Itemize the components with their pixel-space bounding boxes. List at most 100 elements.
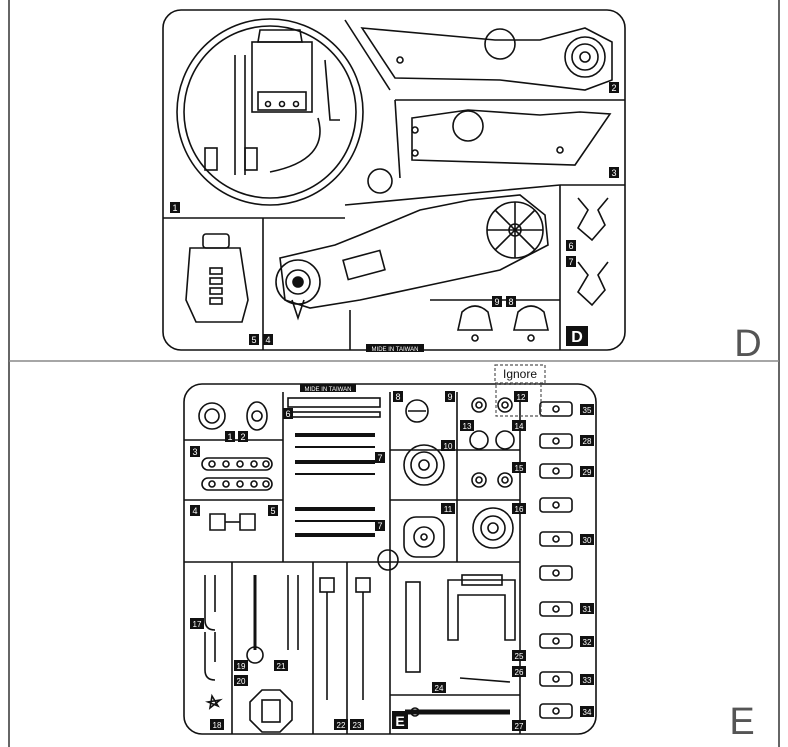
runner <box>394 99 401 179</box>
sprue-imprint: MIDE IN TAIWAN <box>305 387 352 393</box>
round-body-peg <box>204 147 218 171</box>
part-number: 2 <box>240 432 245 442</box>
part-number: 8 <box>508 297 513 307</box>
arm-part-2 <box>360 27 613 91</box>
arm-part-2-wheel <box>564 36 606 78</box>
hook-part-17 <box>204 575 216 631</box>
part-number: 23 <box>353 721 362 730</box>
part-number: 3 <box>611 168 616 178</box>
roller-part <box>539 633 573 649</box>
part-number: 17 <box>193 620 202 629</box>
part-number: 14 <box>515 422 524 431</box>
ring-part <box>495 430 515 450</box>
link-bar-part-3 <box>201 457 273 471</box>
sprue-gate <box>367 168 393 194</box>
rod-part-6 <box>287 397 381 408</box>
part-number: 9 <box>447 392 452 402</box>
cap-part <box>246 401 268 431</box>
round-body-tab <box>257 29 303 43</box>
ignore-label: Ignore <box>503 367 537 381</box>
part-number: 13 <box>463 422 472 431</box>
part-number: 6 <box>285 409 290 419</box>
round-body-plate <box>251 41 313 113</box>
ring-part <box>471 397 487 413</box>
part-number: 34 <box>583 708 592 717</box>
part-number: 10 <box>444 442 453 451</box>
gear-part-16 <box>472 507 514 549</box>
roller-part <box>539 703 573 719</box>
part-number: 21 <box>277 662 286 671</box>
part-number: 29 <box>583 468 592 477</box>
part-number: 19 <box>237 662 246 671</box>
part-number: 22 <box>337 721 346 730</box>
clip-part-6 <box>576 197 609 242</box>
arm-part-2-hole <box>484 28 516 60</box>
arm-lower-tip <box>291 299 305 321</box>
part-number: 3 <box>192 447 197 457</box>
round-body-curve <box>269 117 321 173</box>
sprue-d-labels: 1 2 3 4 5 6 7 8 9 MIDE IN TAIWAN D <box>170 82 619 353</box>
panel-letter-e: E <box>729 701 754 743</box>
sprue-corner-tag: D <box>571 329 583 346</box>
roller-part <box>539 463 573 479</box>
shaft-part-22 <box>319 577 335 593</box>
part-number: 1 <box>172 203 177 213</box>
roller-part <box>539 401 573 417</box>
round-body-peg <box>244 147 258 171</box>
roller-part <box>539 565 573 581</box>
arm-part-lower <box>279 194 549 309</box>
roller-part <box>539 601 573 617</box>
part-number: 7 <box>377 521 382 531</box>
roller-part <box>539 531 573 547</box>
part-number: 30 <box>583 536 592 545</box>
part-number: 32 <box>583 638 592 647</box>
part-number: 9 <box>494 297 499 307</box>
ring-part <box>469 430 489 450</box>
part-number: 6 <box>568 241 573 251</box>
part-number: 27 <box>515 722 524 731</box>
part-number: 1 <box>227 432 232 442</box>
round-body-inner <box>183 25 357 199</box>
part-number: 15 <box>515 464 524 473</box>
part-number: 5 <box>270 506 275 516</box>
ring-part <box>497 472 513 488</box>
round-body-slot <box>257 91 307 111</box>
arm-part-3-hole <box>452 110 484 142</box>
sprue-d <box>162 9 626 351</box>
ignore-box <box>494 364 546 384</box>
shaft-part-23 <box>355 577 371 593</box>
round-body-part <box>176 18 364 206</box>
roller-part <box>539 497 573 513</box>
link-bar-part-3b <box>201 477 273 491</box>
runner <box>344 19 391 91</box>
runner <box>344 184 561 206</box>
clip-part-18 <box>205 693 223 710</box>
bell-part-9 <box>457 305 493 331</box>
arm-part-3 <box>411 109 612 166</box>
sprue-e-labels: 1 2 3 4 5 6 7 7 8 9 10 11 12 13 14 15 16… <box>190 364 594 731</box>
octagon-part-20 <box>249 689 293 733</box>
part-number: 24 <box>435 684 444 693</box>
gear-part-8 <box>405 399 429 423</box>
clip-part-7 <box>576 261 609 307</box>
part-number: 8 <box>395 392 400 402</box>
hub-part-11 <box>403 516 445 558</box>
roller-part <box>539 433 573 449</box>
shaft-part-24 <box>405 581 421 673</box>
arm-lower-wheel-left <box>275 259 321 305</box>
gear-part-10 <box>403 444 445 486</box>
part-number: 7 <box>377 453 382 463</box>
panel-letter-d: D <box>734 323 761 365</box>
part-number: 5 <box>251 335 256 345</box>
roller-part <box>539 671 573 687</box>
block-part-5 <box>185 247 249 323</box>
bell-part-8 <box>513 305 549 331</box>
part-number: 16 <box>515 505 524 514</box>
sprue-gate <box>377 549 399 571</box>
sprue-imprint: MIDE IN TAIWAN <box>372 347 419 353</box>
part-number: 2 <box>611 83 616 93</box>
part-number: 31 <box>583 605 592 614</box>
ignore-region <box>495 383 542 417</box>
